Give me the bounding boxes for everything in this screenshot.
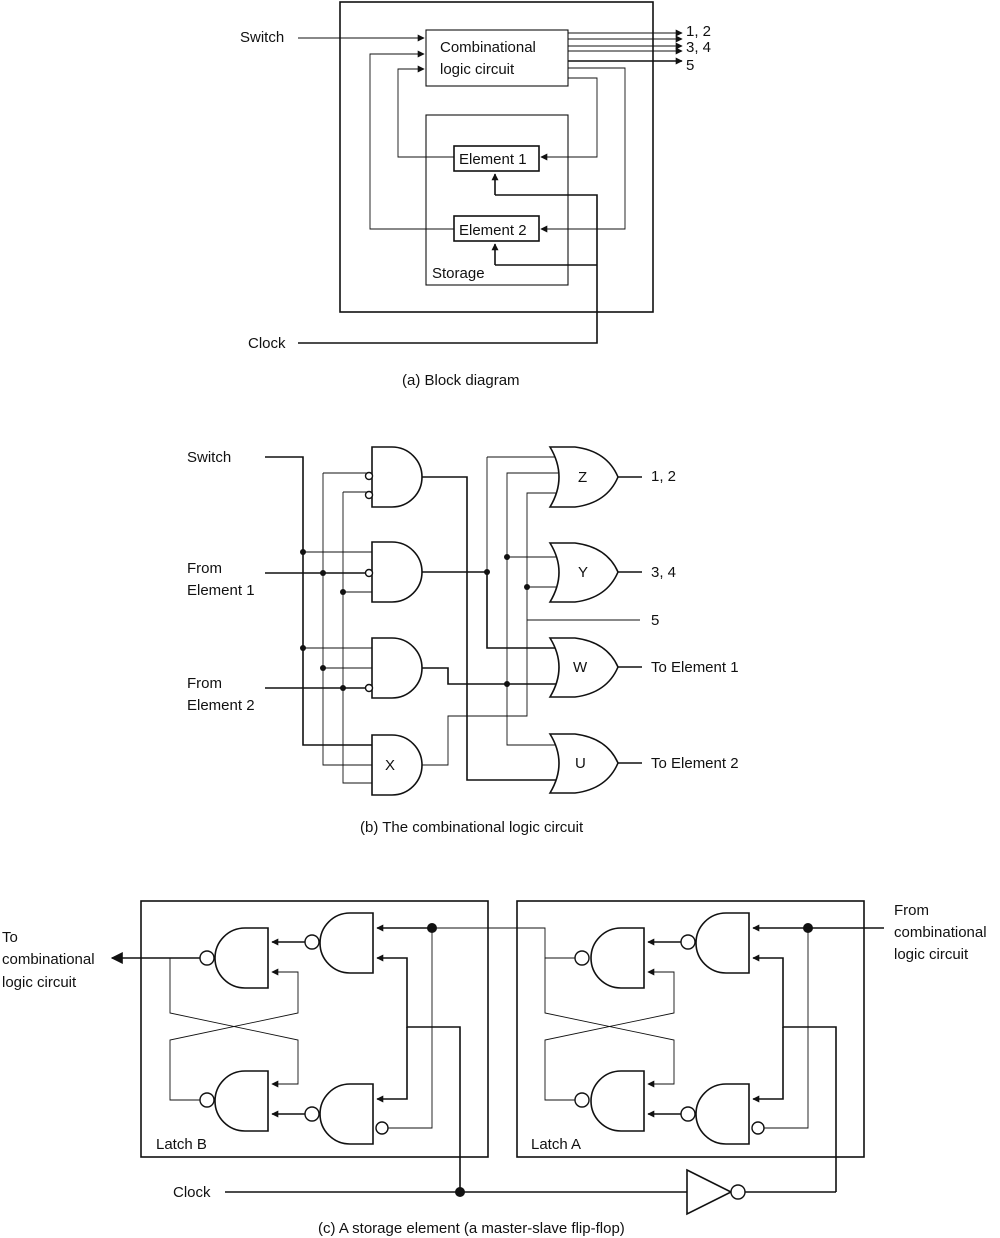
not-switch-bus xyxy=(322,472,372,766)
gate-w-label: W xyxy=(573,659,588,676)
latch-a-nand-top-right xyxy=(695,912,750,974)
or-gate-y xyxy=(548,542,619,603)
not-e1-bus xyxy=(342,491,372,784)
or-gate-u xyxy=(548,733,619,794)
latch-b-nand-top-left xyxy=(214,927,269,989)
and-gate-1 xyxy=(371,446,423,508)
output-5-label: 5 xyxy=(686,57,694,74)
switch-label: Switch xyxy=(240,29,284,46)
and3-output-wire xyxy=(422,667,558,685)
from-clc-label-line3: logic circuit xyxy=(894,946,969,963)
to-e1-wire xyxy=(540,77,598,161)
and1-output-wire xyxy=(422,476,558,781)
switch-bus xyxy=(265,456,372,746)
from-clc-label-line1: From xyxy=(894,902,929,919)
latch-a-box xyxy=(516,900,865,1158)
clock-inverter xyxy=(686,1168,733,1216)
to-clc-label-line2: combinational xyxy=(2,951,95,968)
output-34-label: 3, 4 xyxy=(651,564,676,581)
latch-a-to-latch-b-wire xyxy=(432,927,575,959)
latch-a-label: Latch A xyxy=(531,1136,581,1153)
gate-x-label: X xyxy=(385,757,395,774)
and-gate-2 xyxy=(371,541,423,603)
combinational-circuit: Switch From Element 1 From Element 2 X xyxy=(187,446,739,836)
caption-c: (c) A storage element (a master-slave fl… xyxy=(318,1220,625,1237)
element1-label: Element 1 xyxy=(459,151,527,168)
e1-feedback-wire xyxy=(397,65,454,158)
and-gate-3 xyxy=(371,637,423,699)
from-e1-label-line1: From xyxy=(187,560,222,577)
caption-a: (a) Block diagram xyxy=(402,372,520,389)
from-e2-label-line2: Element 2 xyxy=(187,697,255,714)
clock-label: Clock xyxy=(248,335,286,352)
latch-b-label: Latch B xyxy=(156,1136,207,1153)
to-clc-label-line3: logic circuit xyxy=(2,974,77,991)
from-e1-label-line2: Element 1 xyxy=(187,582,255,599)
latch-a-nand-top-left xyxy=(590,927,645,989)
block-diagram: Combinational logic circuit Storage Elem… xyxy=(240,1,711,389)
from-e2-label-line1: From xyxy=(187,675,222,692)
to-clc-label-line1: To xyxy=(2,929,18,946)
or-gate-w xyxy=(548,637,619,698)
gate-z-label: Z xyxy=(578,469,587,486)
clock-label: Clock xyxy=(173,1184,211,1201)
to-e2-wire xyxy=(540,67,626,233)
latch-b-nand-top-right xyxy=(319,912,374,974)
storage-label: Storage xyxy=(432,265,485,282)
latch-b-nand-bottom-left xyxy=(214,1070,269,1132)
system-box xyxy=(339,1,654,313)
latch-a-nand-bottom-left xyxy=(590,1070,645,1132)
element1-box xyxy=(453,145,540,172)
switch-input-label: Switch xyxy=(187,449,231,466)
storage-box xyxy=(425,114,569,286)
output-5-label: 5 xyxy=(651,612,659,629)
and-gate-x xyxy=(371,734,423,796)
from-clc-label-line2: combinational xyxy=(894,924,987,941)
x-output-wire xyxy=(422,492,558,766)
latch-b-box xyxy=(140,900,489,1158)
output-34-label: 3, 4 xyxy=(686,39,711,56)
output-12-label: 1, 2 xyxy=(686,23,711,40)
output-12-label: 1, 2 xyxy=(651,468,676,485)
latch-a-nand-bottom-right xyxy=(695,1083,750,1145)
storage-element: Latch B Latch A xyxy=(2,900,987,1237)
to-element1-label: To Element 1 xyxy=(651,659,739,676)
e2-feedback-wire xyxy=(369,50,454,230)
to-element2-label: To Element 2 xyxy=(651,755,739,772)
and2-output-wire xyxy=(422,571,558,649)
clock-wire xyxy=(298,194,598,344)
clc-box xyxy=(425,29,569,87)
gate-y-label: Y xyxy=(578,564,588,581)
gate-u-label: U xyxy=(575,755,586,772)
or-gate-z xyxy=(548,446,619,508)
element2-box xyxy=(453,215,540,242)
caption-b: (b) The combinational logic circuit xyxy=(360,819,584,836)
element2-label: Element 2 xyxy=(459,222,527,239)
clc-label-line1: Combinational xyxy=(440,39,536,56)
clc-label-line2: logic circuit xyxy=(440,61,515,78)
latch-b-nand-bottom-right xyxy=(319,1083,374,1145)
